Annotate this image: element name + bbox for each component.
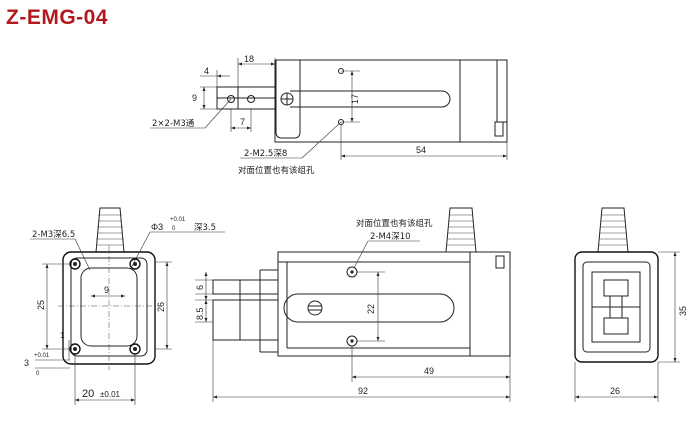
left-view: 2-M3深6.5 Φ3 +0.01 0 深3.5 25 26 9 1 3 +0.… bbox=[24, 207, 225, 405]
top-view: 18 4 9 7 17 54 2×2-M3通 2-M2.5深8 对面位置也有 bbox=[150, 54, 508, 176]
note-phi3: Φ3 bbox=[151, 222, 163, 232]
left-view-bellows bbox=[95, 207, 125, 253]
note-phi3-tol-upper: +0.01 bbox=[170, 217, 186, 223]
front-view-screw-icon bbox=[307, 300, 323, 316]
dim-left-26: 26 bbox=[156, 302, 166, 312]
note-phi3-tol-lower: 0 bbox=[172, 226, 176, 232]
dim-left-20: 20 bbox=[82, 388, 94, 400]
dim-front-85: 8.5 bbox=[195, 307, 205, 320]
dim-top-4: 4 bbox=[204, 66, 209, 76]
note-2-m25: 2-M2.5深8 bbox=[244, 149, 287, 159]
front-view: 对面位置也有该组孔 2-M4深10 6 8.5 22 49 92 bbox=[195, 207, 511, 402]
dim-left-9: 9 bbox=[104, 285, 109, 295]
right-view-bellows bbox=[597, 207, 629, 253]
front-view-slot bbox=[283, 293, 455, 323]
dim-left-1: 1 bbox=[60, 331, 65, 340]
front-view-jaw-lower bbox=[212, 299, 279, 341]
note-2-m3-depth: 2-M3深6.5 bbox=[32, 230, 75, 240]
dim-front-22: 22 bbox=[366, 304, 376, 314]
dim-top-18: 18 bbox=[244, 54, 254, 64]
note-2x2-m3: 2×2-M3通 bbox=[152, 118, 195, 129]
dim-top-7: 7 bbox=[240, 117, 245, 127]
dim-front-6: 6 bbox=[195, 285, 205, 290]
front-view-bellows bbox=[445, 207, 477, 253]
note-phi3-depth: 深3.5 bbox=[194, 223, 216, 233]
dim-left-3: 3 bbox=[24, 358, 29, 368]
top-view-body bbox=[274, 59, 508, 143]
dim-top-17: 17 bbox=[350, 94, 360, 104]
dim-left-20-tol: ±0.01 bbox=[100, 390, 121, 399]
note-2-m4: 2-M4深10 bbox=[370, 232, 411, 242]
front-view-body bbox=[277, 251, 511, 357]
dim-left-25: 25 bbox=[36, 300, 46, 310]
right-view-body bbox=[574, 251, 659, 363]
dim-front-92: 92 bbox=[358, 386, 368, 396]
dim-left-3-tol-upper: +0.01 bbox=[34, 353, 50, 359]
dim-top-9: 9 bbox=[192, 93, 197, 103]
dim-right-35: 35 bbox=[678, 306, 688, 316]
dim-left-3-tol-lower: 0 bbox=[36, 371, 40, 377]
top-view-slot bbox=[290, 90, 451, 108]
dim-front-49: 49 bbox=[424, 366, 434, 376]
right-view: 35 26 bbox=[574, 207, 688, 402]
note-top-opposite: 对面位置也有该组孔 bbox=[238, 165, 315, 176]
page-title: Z-EMG-04 bbox=[6, 6, 109, 29]
dim-right-26: 26 bbox=[610, 386, 620, 396]
front-view-jaw-upper bbox=[212, 279, 279, 295]
dim-top-54: 54 bbox=[416, 145, 426, 155]
note-front-opposite: 对面位置也有该组孔 bbox=[356, 218, 433, 229]
